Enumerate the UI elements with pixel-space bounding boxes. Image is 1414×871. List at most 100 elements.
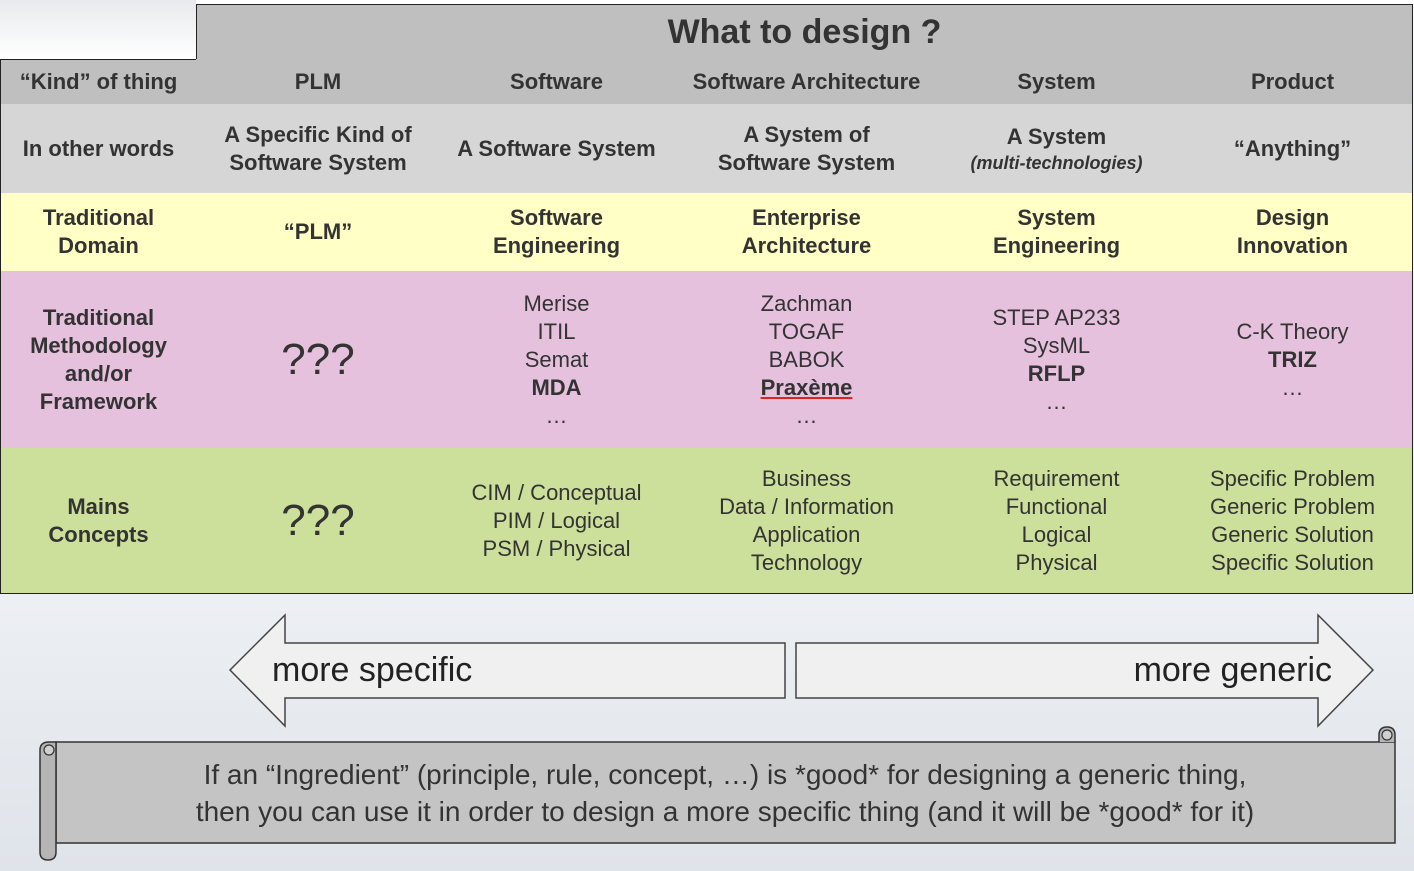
methodology-item: … [1045, 388, 1068, 414]
domain-line: Enterprise [752, 205, 861, 230]
methodology-item: RFLP [1027, 360, 1086, 386]
column-header-label: Product [1250, 68, 1335, 94]
domain-line: System [1017, 205, 1096, 230]
row-label-other_words: In other words [0, 104, 197, 194]
other-words-line: A Specific Kind of [224, 121, 412, 147]
column-header: System [940, 59, 1174, 105]
methodology-item: … [1281, 374, 1304, 400]
row-label-line: Framework [39, 388, 158, 414]
title-cell: What to design ? [196, 4, 1413, 60]
concept-item: Functional [1005, 493, 1108, 519]
other-words-line: A System of [743, 121, 870, 147]
row-label-line: Traditional [42, 304, 155, 330]
row-label-line: “Kind” of thing [19, 69, 178, 94]
scroll-text-line-1: If an “Ingredient” (principle, rule, con… [203, 759, 1247, 790]
more-generic-label: more generic [1133, 651, 1332, 689]
methodology-item: Zachman [760, 290, 853, 316]
other-words-line: Software System [229, 149, 407, 175]
concepts-cell: ??? [196, 448, 441, 594]
methodology-item: Merise [523, 290, 590, 316]
domain-line: Engineering [992, 233, 1121, 258]
methodology-item: MDA [531, 374, 582, 400]
methodology-item: … [545, 402, 568, 428]
column-header: Product [1173, 59, 1413, 105]
methodology-item: C-K Theory [1236, 318, 1349, 344]
methodology-item: SysML [1022, 332, 1091, 358]
other-words-line: A Software System [457, 135, 656, 161]
methodology-item: TOGAF [768, 318, 845, 344]
column-header-label: Software Architecture [692, 68, 921, 94]
methodology-item: Semat [524, 346, 589, 372]
concept-item: Specific Problem [1209, 465, 1376, 491]
methodology-item: TRIZ [1268, 346, 1317, 372]
concept-item: Specific Solution [1211, 549, 1374, 575]
concept-item: Requirement [993, 465, 1120, 491]
concept-item: Business [761, 465, 852, 491]
concept-item: PIM / Logical [492, 507, 621, 533]
column-header-label: PLM [294, 68, 342, 94]
concept-item: Logical [1021, 521, 1092, 547]
row-label-line: In other words [22, 135, 175, 161]
domain-line: Architecture [741, 233, 872, 258]
other-words-cell: A Software System [440, 104, 674, 194]
methodology-item: … [795, 402, 818, 428]
other-words-cell: “Anything” [1173, 104, 1413, 194]
methodology-cell: ??? [196, 271, 441, 449]
other-words-line: A System [1006, 123, 1107, 149]
row-label-kind: “Kind” of thing [0, 59, 197, 105]
row-label-line: and/or [64, 360, 133, 386]
scroll-text-line-2: then you can use it in order to design a… [195, 796, 1255, 827]
concept-item: Generic Problem [1209, 493, 1376, 519]
column-header: PLM [196, 59, 441, 105]
concept-item: Generic Solution [1211, 521, 1374, 547]
methodology-item: STEP AP233 [992, 304, 1121, 330]
row-label-line: Methodology [30, 332, 167, 358]
domain-line: Engineering [492, 233, 621, 258]
row-label-line: Domain [58, 233, 139, 258]
concept-item: CIM / Conceptual [471, 479, 642, 505]
column-header-label: System [1017, 68, 1096, 94]
other-words-line: “Anything” [1233, 135, 1352, 161]
row-label-line: Mains [67, 493, 130, 519]
concept-item: Technology [750, 549, 863, 575]
domain-line: Innovation [1236, 233, 1349, 258]
other-words-cell: A System (multi-technologies) [940, 104, 1174, 194]
more-specific-label: more specific [272, 651, 473, 689]
top-left-blank [0, 0, 196, 59]
concept-item: Physical [1015, 549, 1098, 575]
domain-line: Design [1255, 205, 1330, 230]
row-label-line: Concepts [48, 521, 149, 547]
column-header: Software [440, 59, 674, 105]
row-label-line: Traditional [42, 205, 155, 230]
concept-item: PSM / Physical [482, 535, 631, 561]
domain-line: Software [510, 205, 603, 230]
other-words-line: Software System [717, 149, 896, 175]
methodology-item: ??? [281, 334, 355, 384]
domain-line: “PLM” [283, 219, 353, 244]
domain-cell: “PLM” [196, 193, 441, 272]
methodology-item: ITIL [537, 318, 576, 344]
other-words-line: (multi-technologies) [970, 152, 1143, 173]
methodology-item: BABOK [768, 346, 845, 372]
methodology-item: Praxème [760, 374, 853, 400]
column-header-label: Software [510, 68, 603, 94]
concept-item: Data / Information [719, 493, 894, 519]
concept-item: Application [752, 521, 861, 547]
concept-item: ??? [281, 495, 355, 545]
